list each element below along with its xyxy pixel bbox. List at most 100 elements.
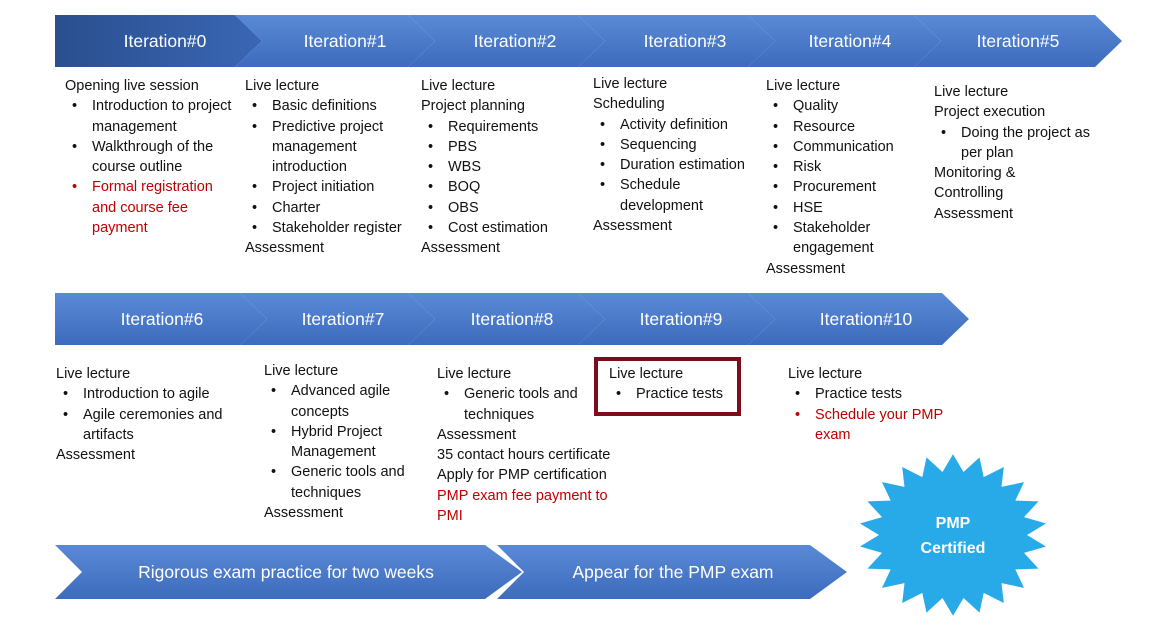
highlight-line: PMI [437,508,463,525]
outro-line: Assessment [593,218,672,235]
iteration-1-label: Iteration#1 [304,31,387,51]
intro-line: Live lecture [609,366,684,382]
topic-item: Duration estimation [593,155,758,176]
intro-line: Live lecture [934,84,1009,100]
iteration-5-label: Iteration#5 [977,31,1060,51]
topic-list: Advanced agile conceptsHybrid Project Ma… [264,381,424,503]
topic-item: Predictive project management introducti… [245,117,405,178]
outro-line: Assessment [56,447,135,464]
iteration-0-arrow [55,15,262,67]
outro-line: Assessment [934,205,1013,222]
topic-list: Practice tests [609,384,734,405]
iteration-7-arrow [240,293,435,345]
topic-item: Stakeholder register [245,218,405,239]
topic-item: Hybrid Project Management [264,422,424,463]
outro-line: Apply for PMP certification [437,467,607,484]
badge-line2: Certified [921,540,986,557]
topic-item: Advanced agile concepts [264,381,424,422]
topic-list: Basic definitionsPredictive project mana… [245,96,405,238]
iteration-5-arrow [914,15,1122,67]
topic-item: Project initiation [245,177,405,198]
iteration-0-content: Opening live sessionIntroduction to proj… [65,76,240,238]
iteration-7-content: Live lectureAdvanced agile conceptsHybri… [264,361,424,523]
topic-item: Practice tests [609,384,734,405]
topic-item: Requirements [421,117,581,138]
topic-item: Quality [766,96,921,117]
iteration-1-arrow [235,15,435,67]
outro-line: Assessment [421,240,500,257]
iteration-2-arrow [408,15,605,67]
starburst-shape [860,454,1046,616]
topic-item: HSE [766,198,921,219]
topic-item: Risk [766,157,921,178]
topic-item: WBS [421,157,581,178]
badge-line1: PMP [936,515,971,532]
final-step-arrows [55,545,847,599]
topic-item: Walkthrough of the course outline [65,137,240,178]
topic-item: BOQ [421,177,581,198]
topic-item: PBS [421,137,581,158]
topic-item: Sequencing [593,135,758,156]
outro-line: Assessment [264,505,343,522]
outro-line: Assessment [437,426,516,443]
topic-list: Introduction to project managementWalkth… [65,96,240,238]
intro-line: Project execution [934,104,1046,121]
topic-list: Activity definitionSequencingDuration es… [593,115,758,216]
iteration-8-content: Live lectureGeneric tools and techniques… [437,364,632,526]
outro-line: Controlling [934,185,1004,202]
topic-item: Resource [766,117,921,138]
topic-item: Doing the project as per plan [934,123,1099,164]
exam-practice-arrow [55,545,522,599]
outro-line: Monitoring & [934,165,1016,182]
exam-practice-label: Rigorous exam practice for two weeks [138,562,434,582]
topic-item: Basic definitions [245,96,405,117]
topic-list: QualityResourceCommunicationRiskProcurem… [766,96,921,258]
intro-line: Opening live session [65,78,199,94]
iteration-10-arrow [748,293,969,345]
iteration-8-arrow [408,293,605,345]
iteration-4-arrow [748,15,941,67]
outro-line: Assessment [766,260,845,277]
iteration-6-content: Live lectureIntroduction to agileAgile c… [56,364,241,465]
iteration-0-label: Iteration#0 [124,31,207,51]
pmp-certified-badge: PMP Certified [860,454,1046,616]
iteration-4-content: Live lectureQualityResourceCommunication… [766,76,921,279]
row2-arrows [55,293,969,345]
iteration-9-content: Live lecturePractice tests [609,364,734,405]
appear-exam-label: Appear for the PMP exam [572,562,773,582]
intro-line: Live lecture [264,363,339,379]
topic-item: Schedule your PMP exam [788,405,958,446]
intro-line: Live lecture [593,76,668,92]
topic-item: OBS [421,198,581,219]
topic-item: Activity definition [593,115,758,136]
iteration-6-label: Iteration#6 [121,309,204,329]
iteration-4-label: Iteration#4 [809,31,892,51]
iteration-9-arrow [578,293,775,345]
iteration-3-label: Iteration#3 [644,31,727,51]
intro-line: Live lecture [788,366,863,382]
iteration-10-label: Iteration#10 [820,309,913,329]
topic-list: Generic tools and techniques [437,384,632,425]
iteration-2-label: Iteration#2 [474,31,557,51]
topic-item: Introduction to agile [56,384,241,405]
iteration-8-label: Iteration#8 [471,309,554,329]
topic-list: Doing the project as per plan [934,123,1099,164]
intro-line: Scheduling [593,96,665,113]
highlight-line: PMP exam fee payment to [437,487,608,504]
iteration-6-arrow [55,293,267,345]
iteration-9-label: Iteration#9 [640,309,723,329]
iteration-3-content: Live lectureSchedulingActivity definitio… [593,74,758,236]
intro-line: Project planning [421,98,525,115]
iteration-10-content: Live lecturePractice testsSchedule your … [788,364,958,445]
iteration-9-highlight-box [594,357,741,416]
iteration-3-arrow [578,15,775,67]
topic-item: Practice tests [788,384,958,405]
topic-item: Generic tools and techniques [437,384,632,425]
topic-item: Procurement [766,177,921,198]
topic-item: Formal registration and course fee payme… [65,177,240,238]
intro-line: Live lecture [245,78,320,94]
topic-item: Communication [766,137,921,158]
